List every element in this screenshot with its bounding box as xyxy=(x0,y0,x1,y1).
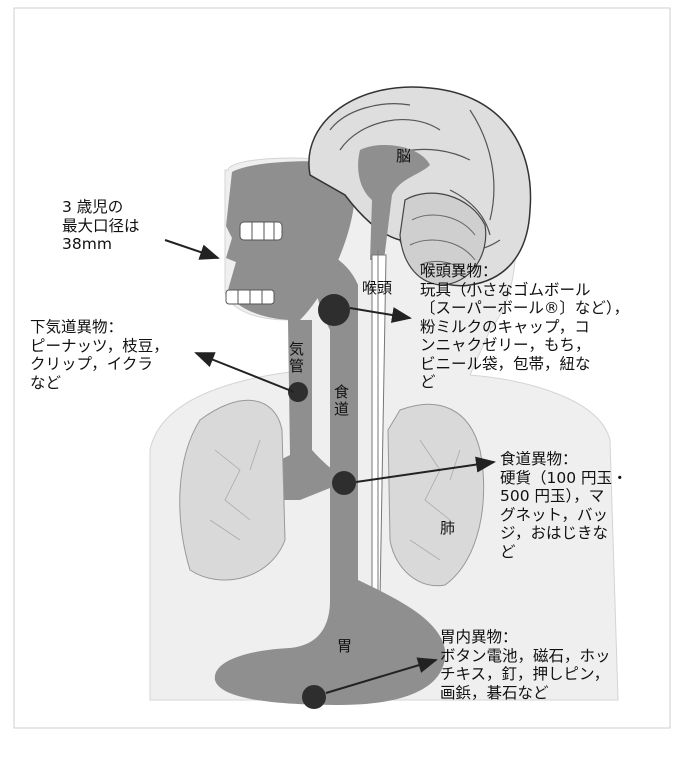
lower-airway-annotation: 下気道異物： ピーナッツ，枝豆， クリップ，イクラ など xyxy=(30,318,169,392)
mouth-arrow xyxy=(165,240,218,258)
esophagus-label: 食 道 xyxy=(334,384,349,418)
upper-teeth xyxy=(240,222,282,240)
mouth-annotation: 3 歳児の 最大口径は 38mm xyxy=(62,198,140,254)
lung-label: 肺 xyxy=(440,520,455,537)
larynx-label: 喉頭 xyxy=(362,280,392,297)
bronchus-foreign-body xyxy=(288,382,308,402)
stomach-foreign-body xyxy=(302,685,326,709)
trachea-label: 気 管 xyxy=(289,341,304,375)
larynx-annotation: 喉頭異物： 玩具（小さなゴムボール 〔スーパーボール®〕など）， 粉ミルクのキャ… xyxy=(420,262,670,392)
brain-label: 脳 xyxy=(396,148,411,165)
esophagus-foreign-body xyxy=(332,471,356,495)
lung-right xyxy=(180,400,285,580)
larynx-foreign-body xyxy=(318,294,350,326)
stomach-annotation: 胃内異物： ボタン電池，磁石，ホッ チキス，釘，押しピン， 画鋲，碁石など xyxy=(440,628,670,702)
esophagus-annotation: 食道異物： 硬貨（100 円玉・ 500 円玉），マ グネット，バッ ジ，おはじ… xyxy=(500,450,670,561)
stomach-label: 胃 xyxy=(337,638,352,655)
